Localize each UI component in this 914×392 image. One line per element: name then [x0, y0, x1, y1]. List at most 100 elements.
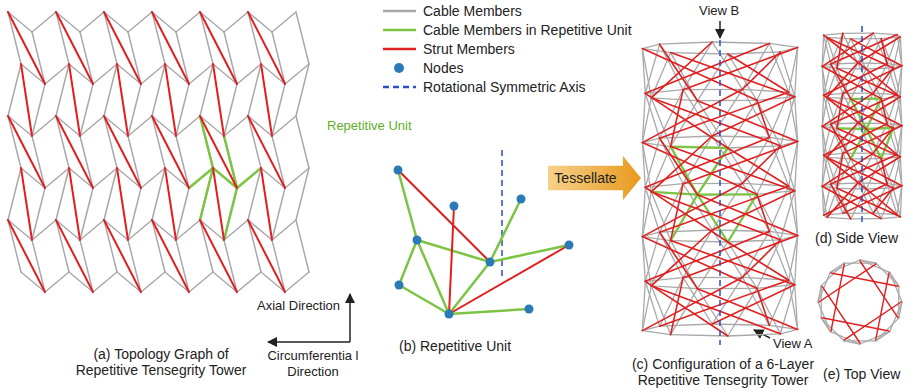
strut [660, 138, 698, 195]
cable [642, 192, 651, 237]
cable [860, 260, 890, 272]
cable [80, 84, 93, 136]
cable [176, 12, 200, 32]
strut [104, 12, 141, 84]
symmetry-axis [861, 26, 863, 222]
strut [56, 12, 93, 84]
cable [728, 146, 781, 148]
cable [248, 220, 261, 272]
strut [117, 168, 128, 240]
strut [56, 220, 93, 292]
cable [128, 136, 141, 188]
strut [642, 49, 757, 101]
strut [866, 69, 897, 95]
strut [757, 100, 770, 137]
strut [881, 39, 887, 64]
strut [651, 42, 712, 98]
cable [890, 302, 902, 332]
cable [660, 136, 713, 138]
tower-top-view [818, 260, 902, 344]
cable [698, 54, 728, 101]
cable [822, 66, 823, 95]
cable [851, 218, 882, 220]
repetitive-unit [394, 166, 574, 319]
strut [200, 220, 237, 292]
unit-cable [490, 245, 569, 262]
cable [213, 272, 237, 292]
strut [837, 128, 901, 157]
cable [176, 240, 189, 292]
strut [248, 12, 285, 84]
cable [104, 12, 117, 64]
strut [873, 128, 893, 153]
cable [843, 32, 874, 34]
strut [651, 286, 780, 334]
cable [712, 42, 769, 43]
label: View A [772, 336, 814, 352]
cable [698, 194, 757, 196]
cable [56, 12, 69, 64]
cable [642, 237, 651, 286]
cable [128, 84, 141, 136]
cable [642, 44, 659, 48]
unit-cable [698, 148, 728, 195]
cable [712, 324, 769, 325]
cable [32, 188, 45, 240]
strut [248, 220, 285, 292]
strut [728, 148, 789, 186]
strut [642, 89, 742, 142]
strut [671, 241, 795, 285]
cable [296, 168, 309, 220]
cable [56, 220, 69, 272]
strut [837, 93, 843, 128]
legend-dot [394, 63, 404, 73]
cable [780, 97, 794, 146]
cable [272, 188, 285, 240]
cable [200, 220, 213, 272]
strut [200, 116, 237, 188]
strut [860, 261, 898, 318]
strut [819, 264, 876, 302]
cable [822, 126, 827, 157]
strut [712, 285, 795, 324]
cable [671, 335, 728, 336]
legend-text: Cable Members in Repetitive Unit [422, 22, 633, 38]
cable [296, 64, 309, 116]
cable [698, 242, 728, 289]
label: Axial Direction [256, 298, 341, 314]
strut [165, 64, 176, 136]
strut [21, 168, 32, 240]
cable [822, 186, 823, 215]
legend-text: Nodes [422, 60, 464, 76]
cable [743, 89, 770, 137]
label: View B [698, 3, 740, 19]
cable [780, 329, 797, 333]
cable [822, 66, 827, 97]
cable [152, 116, 165, 168]
cable [237, 272, 261, 292]
cable [818, 302, 830, 332]
cable [176, 136, 189, 188]
strut [645, 281, 728, 336]
cable [128, 12, 152, 32]
cable [80, 136, 93, 188]
cable [822, 186, 827, 217]
strut [152, 220, 189, 292]
strut [743, 240, 781, 277]
strut [449, 245, 569, 314]
cable [32, 32, 45, 84]
strut [843, 186, 902, 214]
cable [272, 136, 285, 188]
cable [285, 272, 309, 292]
strut [248, 116, 285, 188]
strut [642, 143, 757, 195]
cable [80, 116, 104, 136]
cable [272, 12, 296, 32]
view-arrow [719, 21, 721, 38]
cable [80, 240, 93, 292]
axis-arrow [268, 341, 350, 343]
cable [876, 332, 890, 341]
legend-line [383, 86, 416, 89]
strut [69, 64, 80, 136]
cable [296, 116, 309, 168]
